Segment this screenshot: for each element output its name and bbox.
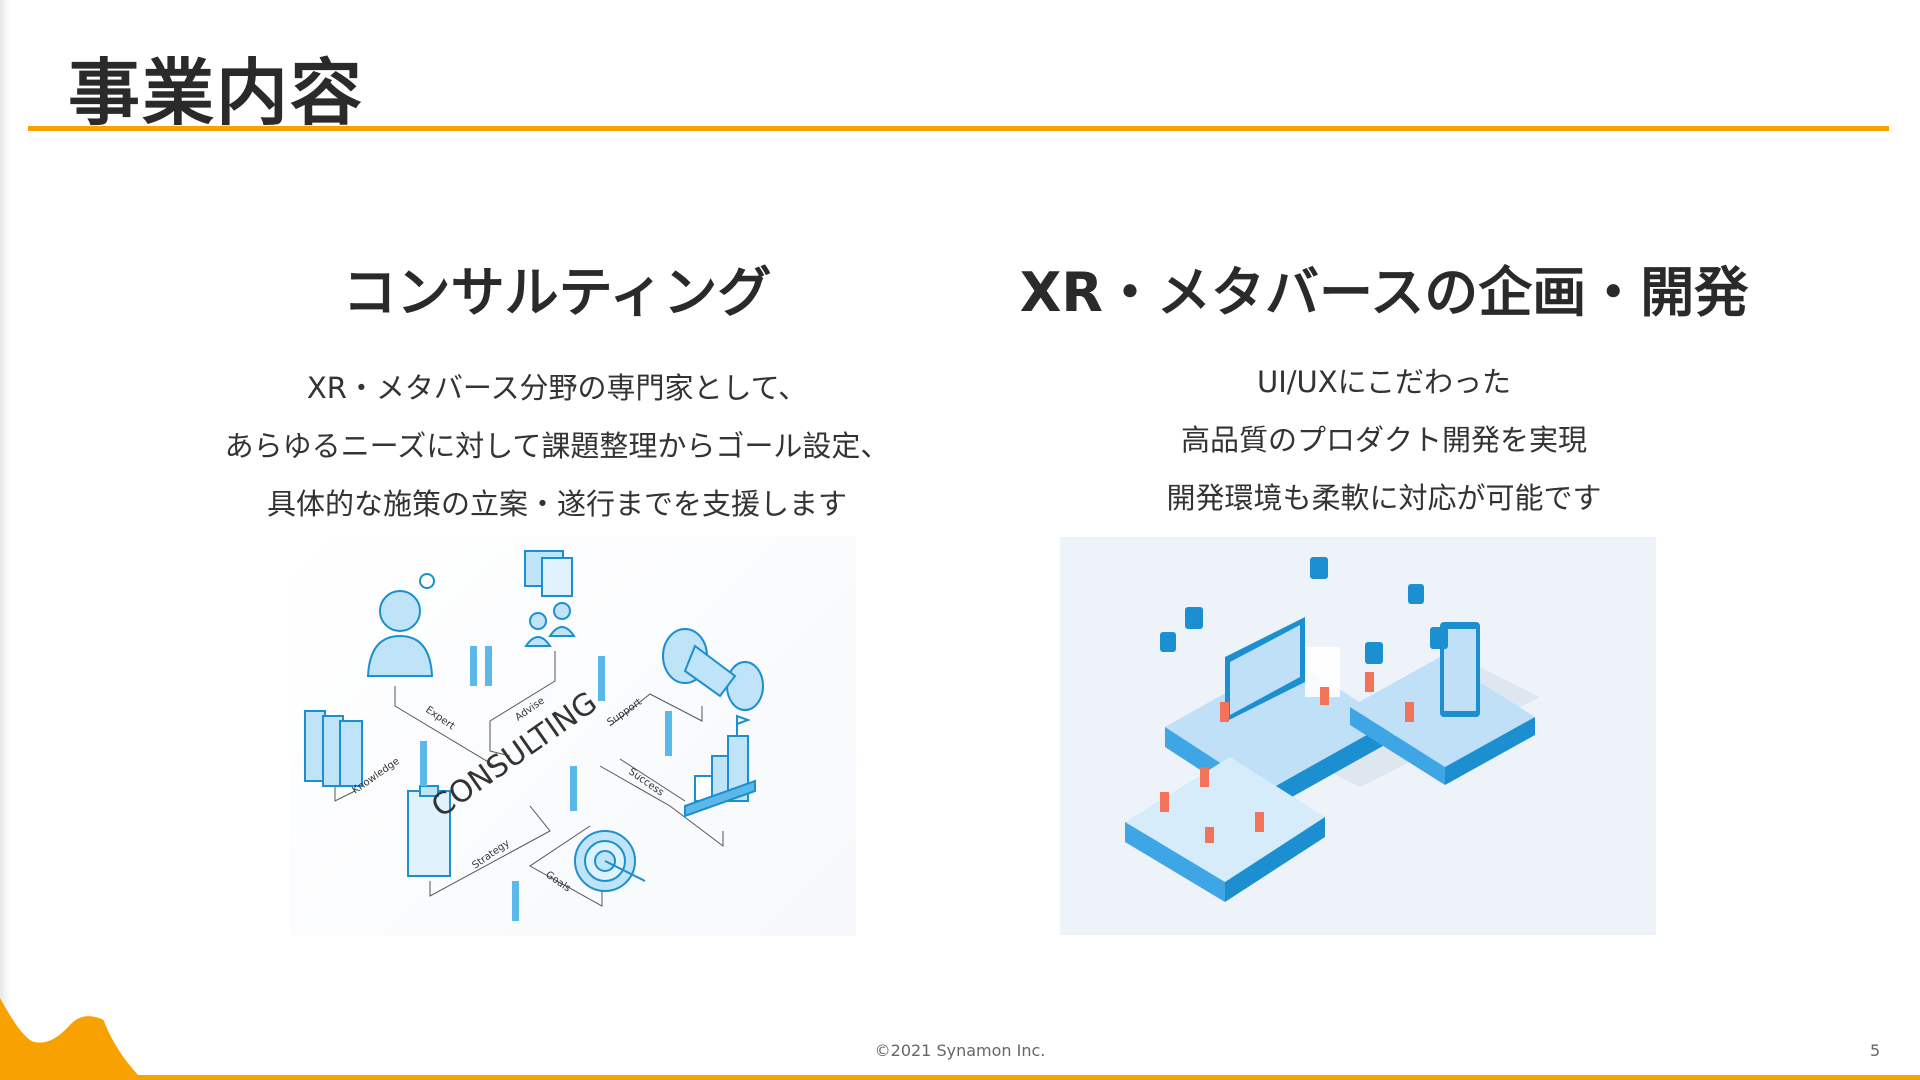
slide-title: 事業内容 (68, 51, 365, 135)
chart-success-icon (684, 714, 756, 818)
people-figures (420, 646, 672, 921)
bottom-accent-bar (0, 1075, 1920, 1080)
goals-target-icon (574, 830, 646, 892)
goals-label: Goals (543, 869, 572, 894)
copyright-footer: ©2021 Synamon Inc. (874, 1041, 1046, 1060)
xr-line-2: 高品質のプロダクト開発を実現 (1180, 423, 1587, 457)
consulting-section: コンサルティング XR・メタバース分野の専門家として、 あらゆるニーズに対して課… (157, 248, 957, 533)
expert-label: Expert (423, 704, 456, 732)
expert-icon (366, 573, 435, 677)
xr-development-heading: XR・メタバースの企画・開発 (1019, 261, 1749, 324)
handshake-icon (662, 628, 764, 711)
consulting-illustration: CONSULTING Expert Advise Support Knowled… (290, 536, 856, 936)
xr-development-illustration (1060, 537, 1656, 935)
slide-edge-shadow (0, 0, 10, 1080)
page-number: 5 (1870, 1041, 1881, 1060)
success-label: Success (626, 766, 665, 798)
consulting-line-3: 具体的な施策の立案・遂行までを支援します (266, 487, 847, 521)
books-icon (304, 710, 363, 787)
decorative-wave (0, 998, 138, 1075)
strategy-clipboard-icon (407, 785, 451, 877)
app-icons (1160, 557, 1448, 664)
people-figures (1160, 672, 1414, 843)
xr-development-section: XR・メタバースの企画・開発 UI/UXにこだわった 高品質のプロダクト開発を実… (959, 248, 1809, 527)
support-label: Support (605, 697, 644, 729)
advise-chat-icon (524, 550, 576, 647)
xr-line-1: UI/UXにこだわった (1256, 365, 1512, 399)
consulting-line-1: XR・メタバース分野の専門家として、 (306, 371, 808, 405)
connector-lines (334, 651, 724, 907)
consulting-heading: コンサルティング (342, 261, 772, 324)
xr-line-3: 開発環境も柔軟に対応が可能です (1166, 481, 1602, 515)
consulting-line-2: あらゆるニーズに対して課題整理からゴール設定、 (224, 429, 890, 463)
title-underline (28, 126, 1889, 131)
screens (1225, 617, 1480, 722)
